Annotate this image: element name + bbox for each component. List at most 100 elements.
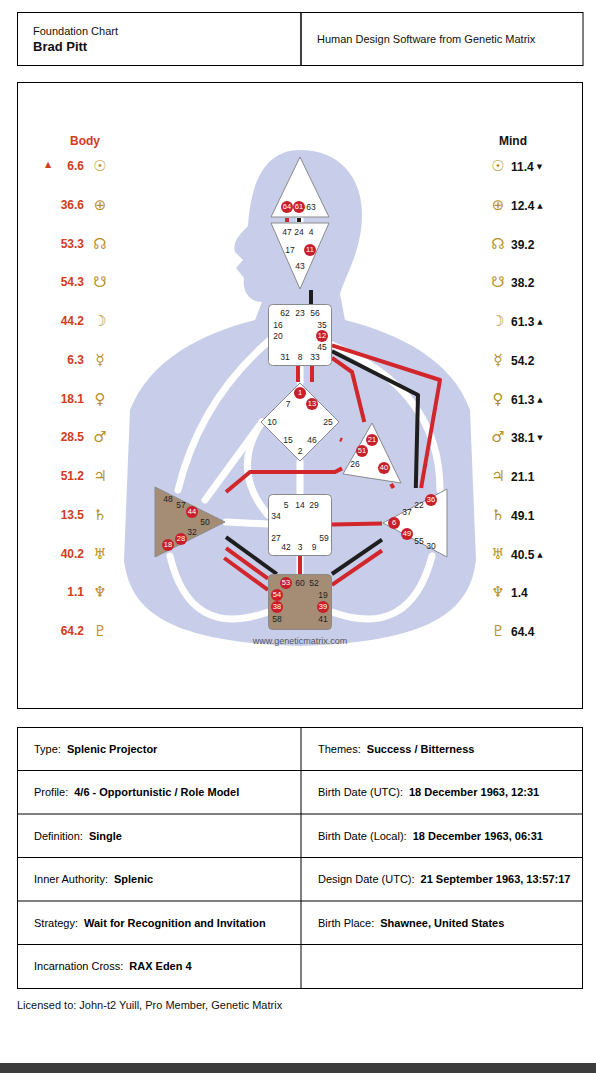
gate-number: 41 xyxy=(318,615,327,624)
active-gate-number: 53 xyxy=(280,577,292,589)
gate-number: 60 xyxy=(295,579,304,588)
center-outline-shape xyxy=(343,423,401,483)
activation-row: 11.4▼ xyxy=(511,157,542,175)
planet-symbol: ☊ xyxy=(491,235,504,253)
activation-value: 12.4 xyxy=(511,199,534,213)
info-cell: Birth Date (Local):18 December 1963, 06:… xyxy=(301,814,583,858)
activation-value: 6.6 xyxy=(67,159,84,173)
gate-number: 26 xyxy=(350,460,359,469)
gate-number: 19 xyxy=(318,591,327,600)
channel-tube xyxy=(297,462,304,494)
activation-row: 1.4 xyxy=(511,583,528,601)
activation-row: 61.3▲ xyxy=(511,390,543,408)
center-shape: 47244174311 xyxy=(270,222,330,290)
retro-arrow: ▲ xyxy=(537,318,542,326)
gate-number: 58 xyxy=(272,615,281,624)
activation-value: 28.5 xyxy=(61,430,84,444)
retro-arrow: ▲ xyxy=(537,396,542,404)
active-gate-number: 38 xyxy=(271,601,283,613)
info-cell: Profile: 4/6 - Opportunistic / Role Model xyxy=(17,771,301,815)
activation-value: 44.2 xyxy=(61,314,84,328)
field-label: Definition: xyxy=(34,830,83,842)
header-frame xyxy=(301,13,583,66)
field-label: Inner Authority: xyxy=(34,873,108,885)
active-gate-number: 36 xyxy=(425,494,437,506)
gate-number: 8 xyxy=(298,353,303,362)
gate-number: 17 xyxy=(285,246,294,255)
field-value: RAX Eden 4 xyxy=(129,960,191,972)
gate-number: 29 xyxy=(309,501,318,510)
field-value: Splenic Projector xyxy=(67,743,157,755)
activation-value: 40.5 xyxy=(511,548,534,562)
field-label: Birth Place: xyxy=(318,917,374,929)
info-cell: Type: Splenic Projector xyxy=(17,727,301,771)
planet-symbol: ♆ xyxy=(93,583,106,601)
planet-symbol: ♀ xyxy=(95,390,106,408)
activation-value: 6.3 xyxy=(67,353,84,367)
gate-number: 33 xyxy=(310,353,319,362)
activation-value: 49.1 xyxy=(511,509,534,523)
active-gate-number: 61 xyxy=(293,201,305,213)
field-label: Birth Date (UTC): xyxy=(318,786,403,798)
planet-symbol: ☽ xyxy=(93,312,106,330)
gate-number: 14 xyxy=(295,501,304,510)
planet-symbol: ☿ xyxy=(95,351,104,369)
info-cell: Themes:Success / Bitterness xyxy=(301,727,583,771)
active-gate-number: 13 xyxy=(306,398,318,410)
retro-arrow: ▼ xyxy=(537,434,542,442)
gate-number: 62 xyxy=(280,309,289,318)
planet-symbol: ♃ xyxy=(491,467,504,485)
watermark-url: www.geneticmatrix.com xyxy=(253,636,348,646)
info-cell: Birth Date (UTC):18 December 1963, 12:31 xyxy=(301,771,583,815)
field-label: Incarnation Cross: xyxy=(34,960,123,972)
field-value: 4/6 - Opportunistic / Role Model xyxy=(74,786,239,798)
planet-symbol: ☿ xyxy=(493,351,502,369)
gate-number: 35 xyxy=(317,321,326,330)
header-text: Human Design Software from Genetic Matri… xyxy=(317,32,567,47)
table-grid xyxy=(18,728,583,989)
channel-line xyxy=(332,345,440,488)
field-label: Type: xyxy=(34,743,61,755)
planet-symbol: ♂ xyxy=(93,428,106,446)
table-rule xyxy=(18,857,583,858)
gate-number: 31 xyxy=(280,353,289,362)
gate-number: 52 xyxy=(309,579,318,588)
channel-line xyxy=(285,218,289,222)
active-gate-number: 54 xyxy=(271,589,283,601)
activation-value: 51.2 xyxy=(61,469,84,483)
gate-number: 55 xyxy=(414,537,423,546)
activation-value: 61.3 xyxy=(511,315,534,329)
chart-name: Brad Pitt xyxy=(33,39,285,54)
chart-frame xyxy=(18,83,583,709)
activation-value: 38.2 xyxy=(511,276,534,290)
planet-symbol: ☋ xyxy=(93,273,106,291)
activation-row: 38.2 xyxy=(511,273,534,291)
gate-number: 63 xyxy=(306,203,315,212)
field-label: Birth Date (Local): xyxy=(318,830,407,842)
planet-symbol: ☊ xyxy=(93,235,106,253)
center-outline-shape xyxy=(269,305,332,366)
activation-row: 39.2 xyxy=(511,235,534,253)
planet-symbol: ♆ xyxy=(491,583,504,601)
active-gate-number: 39 xyxy=(317,601,329,613)
activation-value: 53.3 xyxy=(61,237,84,251)
field-label: Profile: xyxy=(34,786,68,798)
channel-tube xyxy=(297,556,304,574)
channel-tube xyxy=(226,522,268,524)
channel-tube xyxy=(297,218,304,222)
active-gate-number: 12 xyxy=(316,330,328,342)
field-value: Wait for Recognition and Invitation xyxy=(84,917,266,929)
retro-arrow: ▲ xyxy=(537,202,542,210)
gate-number: 25 xyxy=(323,418,332,427)
info-cell: Inner Authority: Splenic xyxy=(17,858,301,902)
info-cell: Incarnation Cross: RAX Eden 4 xyxy=(17,945,301,989)
channel-line xyxy=(332,351,418,488)
table-rule xyxy=(18,770,583,771)
planet-symbol: ♅ xyxy=(491,545,504,563)
field-value: Splenic xyxy=(114,873,153,885)
gate-number: 7 xyxy=(286,400,291,409)
header-box: Human Design Software from Genetic Matri… xyxy=(301,12,583,66)
gate-number: 24 xyxy=(294,228,303,237)
gate-number: 27 xyxy=(271,534,280,543)
